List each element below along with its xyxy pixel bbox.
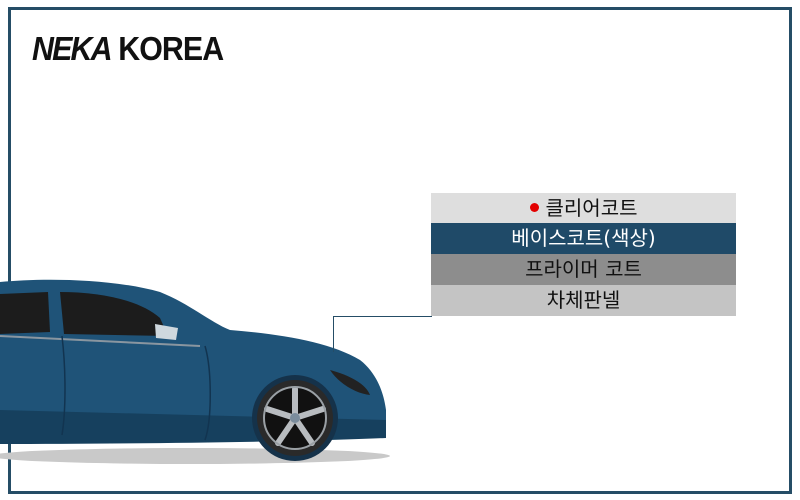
logo-korea: KOREA	[110, 30, 224, 67]
neka-korea-logo: NEKA KOREA	[32, 30, 224, 68]
layer-base-coat: 베이스코트(색상)	[431, 223, 736, 254]
layer-label: 클리어코트	[545, 196, 638, 220]
layer-label: 프라이머 코트	[525, 257, 642, 281]
leader-line-horizontal	[333, 316, 432, 317]
paint-layers-stack: 클리어코트 베이스코트(색상) 프라이머 코트 차체판넬	[431, 193, 736, 316]
layer-label: 차체판넬	[546, 288, 621, 312]
car-illustration	[0, 279, 390, 464]
layer-label: 베이스코트(색상)	[511, 226, 656, 250]
leader-line-vertical	[333, 316, 334, 352]
logo-neka: NEKA	[32, 30, 113, 67]
red-dot-icon	[529, 203, 539, 212]
layer-body-panel: 차체판넬	[431, 285, 736, 316]
layer-clear-coat: 클리어코트	[431, 193, 736, 223]
layer-primer-coat: 프라이머 코트	[431, 254, 736, 285]
